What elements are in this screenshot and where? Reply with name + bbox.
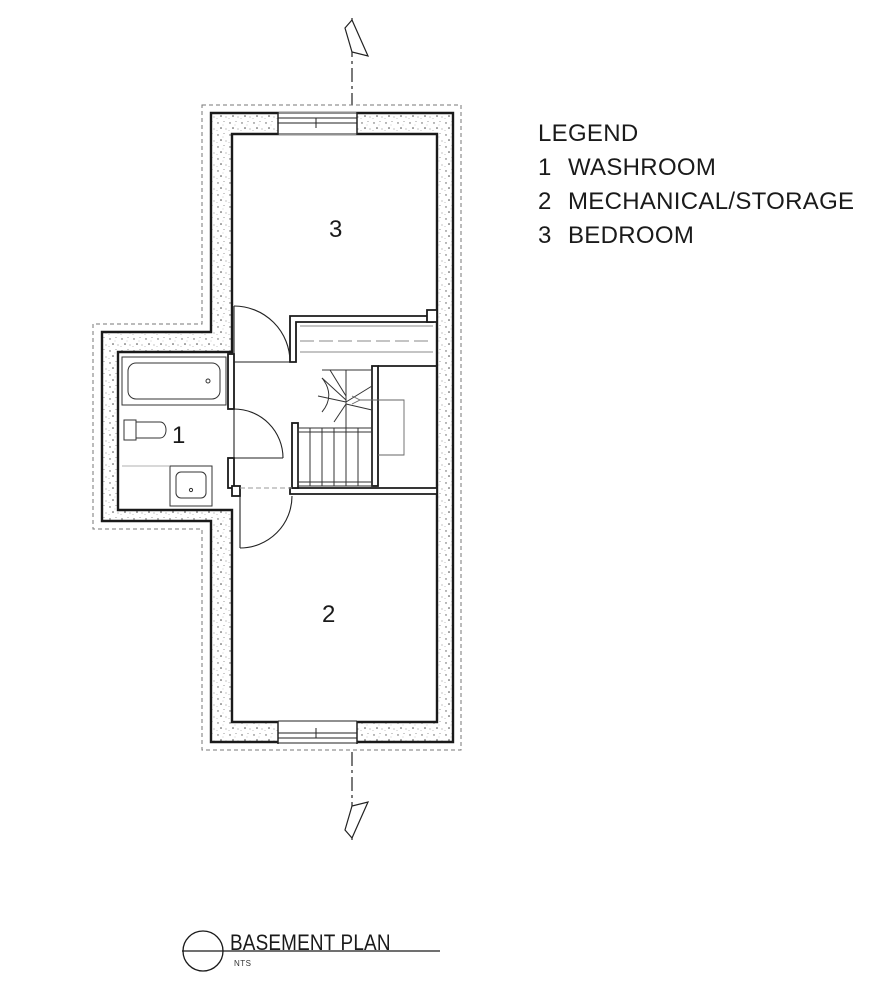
staircase: [297, 369, 405, 487]
legend-item: 3 BEDROOM: [538, 219, 854, 253]
legend-item-number: 1: [538, 154, 552, 181]
vanity: [169, 465, 213, 507]
legend-item-label: MECHANICAL/STORAGE: [568, 188, 855, 215]
window-bottom: [277, 720, 358, 744]
window-top: [277, 112, 358, 135]
scale-note: NTS: [234, 959, 252, 968]
legend-item: 2 MECHANICAL/STORAGE: [538, 185, 854, 219]
room-label-bedroom: 3: [329, 216, 342, 243]
drawing-title: BASEMENT PLAN: [230, 930, 391, 955]
door-bedroom: [233, 305, 291, 363]
closet-shelf: [300, 325, 433, 353]
legend-item-number: 3: [538, 222, 552, 249]
title-block: BASEMENT PLAN NTS: [180, 925, 450, 985]
legend-item-label: BEDROOM: [568, 222, 695, 249]
section-marker-bottom: [344, 752, 370, 840]
legend: LEGEND 1 WASHROOM 2 MECHANICAL/STORAGE 3 BE…: [538, 117, 854, 253]
door-mechanical: [239, 495, 293, 549]
room-label-mechanical: 2: [322, 601, 335, 628]
toilet: [123, 419, 167, 441]
door-washroom: [233, 408, 284, 459]
legend-item-number: 2: [538, 188, 552, 215]
legend-title: LEGEND: [538, 120, 639, 147]
legend-item-label: WASHROOM: [568, 154, 717, 181]
bathtub: [121, 356, 227, 406]
interior-partitions: [227, 309, 438, 497]
section-marker-top: [344, 18, 370, 105]
room-label-washroom: 1: [172, 422, 185, 449]
title-block-symbol: [182, 930, 440, 972]
legend-item: 1 WASHROOM: [538, 151, 854, 185]
